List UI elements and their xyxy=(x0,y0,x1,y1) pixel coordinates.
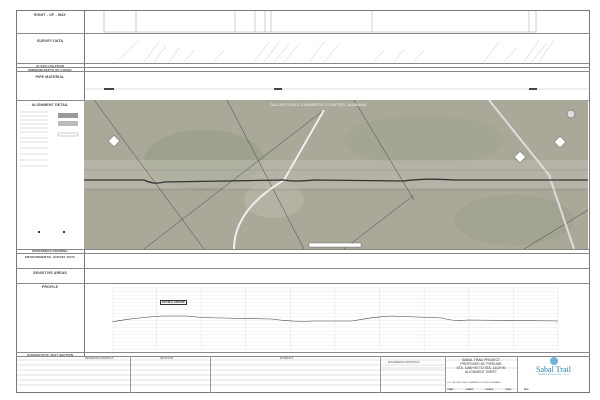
label-min-depth: MINIMUM DEPTH OF COVER xyxy=(28,67,72,72)
label-survey-data: SURVEY DATA xyxy=(36,39,64,43)
logo-icon xyxy=(549,357,558,365)
title-block-grid xyxy=(16,359,518,390)
profile-chart xyxy=(112,287,559,350)
right-of-way-strip xyxy=(84,10,590,90)
county-label: TALLAPOOSA & CHAMBERS COUNTIES, ALABAMA xyxy=(270,102,367,107)
sabal-trail-logo: Sabal Trail TRANSMISSION, LLC xyxy=(517,357,590,376)
natural-ground-label: NATURAL GROUND xyxy=(160,300,187,305)
logo-name: Sabal Trail xyxy=(536,365,571,374)
sheet-label: SHEET: xyxy=(465,389,474,391)
label-sensitive-areas: SENSITIVE AREAS xyxy=(33,271,67,275)
title-pipeline: PROPOSED 36" PIPELINE xyxy=(460,362,502,366)
aerial-alignment-map xyxy=(84,100,588,249)
revisions-header: REVISIONS xyxy=(160,357,174,360)
sheet-info-row: YEAR: SHEET: SCALE: DWG: REV: xyxy=(445,389,590,391)
label-reference-drawing: REFERENCE DRAWING xyxy=(32,249,68,253)
title-project: SABAL TRAIL PROJECT xyxy=(462,358,500,362)
rev-label: REV: xyxy=(523,389,529,391)
scale-label: SCALE: xyxy=(485,389,494,391)
north-arrow-icon xyxy=(566,109,576,119)
alignment-legend xyxy=(20,111,79,233)
sheet-border xyxy=(16,10,590,393)
logo-sub: TRANSMISSION, LLC xyxy=(537,374,570,376)
pipeline-route xyxy=(84,178,588,184)
engineering-approvals-header: ENGINEERING APPROVALS xyxy=(388,361,420,364)
label-environmental: ENVIRONMENTAL SURVEY DATA xyxy=(24,255,76,259)
title-sheet-type: ALIGNMENT SHEET xyxy=(465,370,497,374)
reference-drawings-header: REFERENCE DRAWINGS xyxy=(85,357,114,360)
materials-header: MATERIALS xyxy=(280,357,294,360)
location-label: LOC: TALLAPOOSA & CHAMBERS COUNTIES, ALA… xyxy=(447,382,501,384)
profile-ground-line xyxy=(112,315,559,323)
sheet-title: SABAL TRAIL PROJECT PROPOSED 36" PIPELIN… xyxy=(445,358,517,374)
label-alignment-detail: ALIGNMENT DETAIL xyxy=(31,103,69,107)
label-pipe-material: PIPE MATERIAL xyxy=(35,75,65,79)
label-hydrostatic: HYDROSTATIC TEST SECTION xyxy=(26,352,74,357)
year-label: YEAR: xyxy=(447,389,454,391)
label-right-of-way: RIGHT - OF - WAY xyxy=(33,13,66,17)
label-profile: PROFILE xyxy=(41,285,59,289)
scale-bar xyxy=(308,242,362,248)
dwg-label: DWG: xyxy=(505,389,512,391)
title-stations: STA. 1060+00 TO STA. 1113+00 xyxy=(456,366,506,370)
label-class-location: CLASS LOCATION xyxy=(36,63,64,68)
